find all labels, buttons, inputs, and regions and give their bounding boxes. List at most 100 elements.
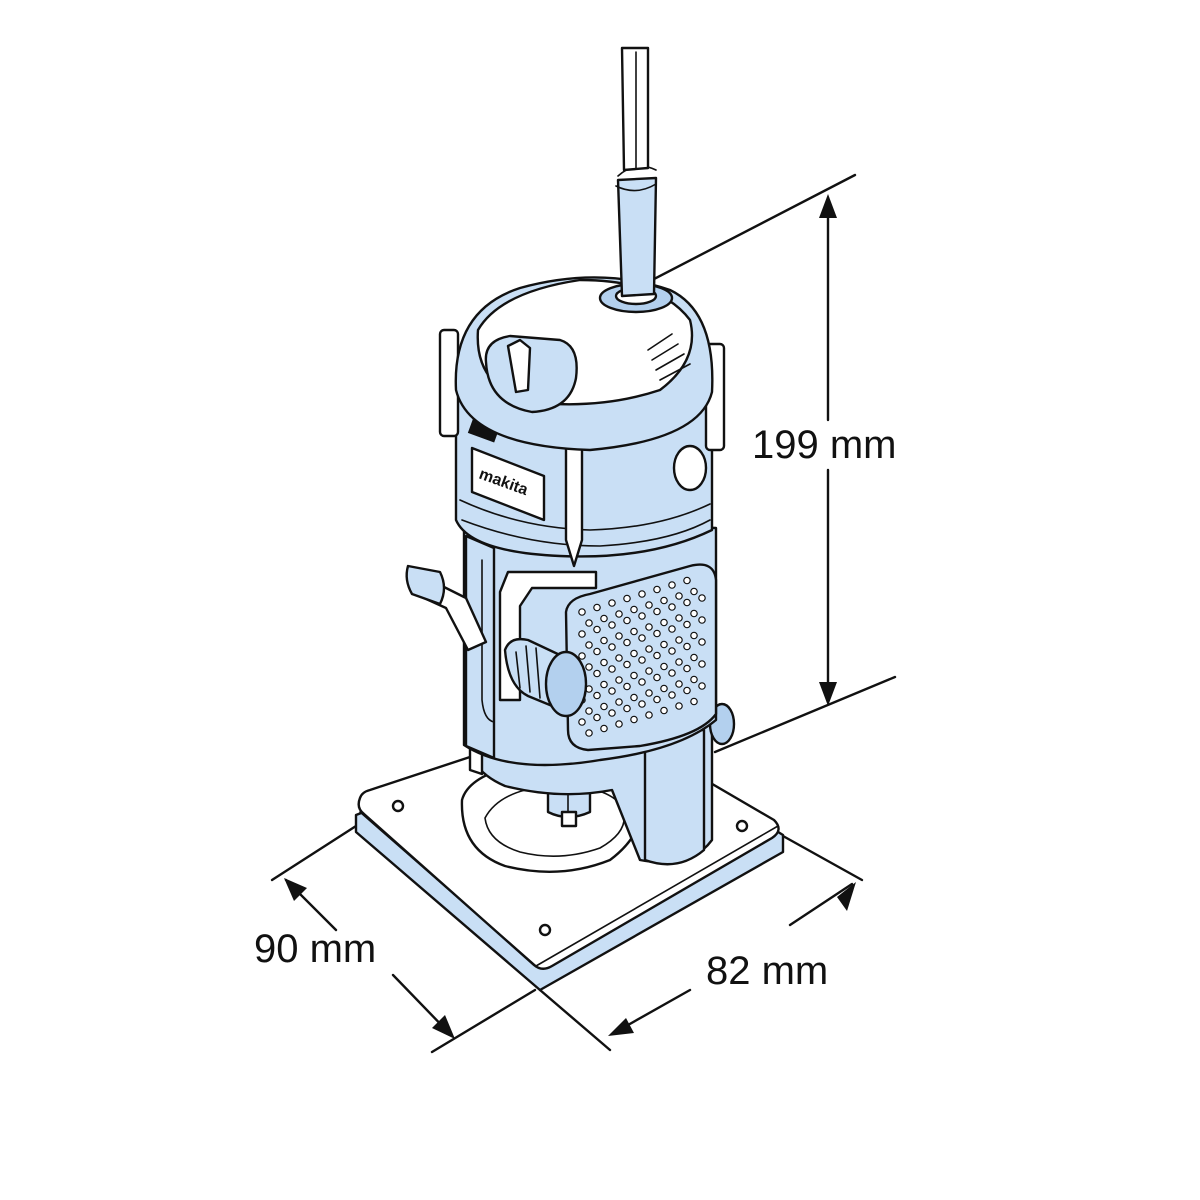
- grip-dot: [623, 682, 631, 691]
- grip-dot: [698, 594, 706, 602]
- grip-dot: [683, 620, 691, 629]
- grip-dot: [623, 616, 631, 625]
- grip-dot: [660, 618, 668, 627]
- left-slot: [481, 559, 495, 723]
- grip-dot: [630, 605, 638, 614]
- clamp-lever-knob: [405, 564, 446, 606]
- grip-dot: [645, 689, 653, 697]
- grip-dot: [608, 665, 616, 673]
- grip-dot: [593, 713, 601, 722]
- grip-dot: [698, 660, 706, 668]
- power-cord: [615, 46, 658, 298]
- grip-dot: [690, 697, 698, 706]
- grip-dot: [675, 636, 683, 644]
- grip-dot: [645, 645, 653, 653]
- grip-dot: [675, 702, 683, 710]
- grip-dot: [690, 609, 698, 618]
- grip-dot: [690, 631, 698, 640]
- grip-dot: [653, 673, 661, 682]
- grip-dot: [698, 616, 706, 624]
- height-arrow-bottom: [819, 682, 837, 706]
- grip-dot: [645, 711, 653, 719]
- grip-dot: [653, 585, 661, 594]
- depth-arrow-back: [284, 878, 307, 901]
- grip-dot: [638, 634, 646, 642]
- grip-dot: [668, 625, 676, 633]
- grip-dot: [668, 603, 676, 611]
- grip-dot: [675, 614, 683, 622]
- grip-dot: [585, 707, 593, 715]
- top-vents: [647, 333, 691, 381]
- grip-dot: [615, 676, 623, 684]
- grip-dot: [638, 656, 646, 664]
- grip-dot: [615, 632, 623, 640]
- grip-dot: [683, 642, 691, 651]
- width-arrow-left: [608, 1018, 634, 1036]
- cord-guard: [616, 176, 658, 298]
- grip-dot: [660, 662, 668, 671]
- grip-dot: [615, 698, 623, 706]
- grip-dot: [623, 704, 631, 713]
- cord: [620, 46, 650, 172]
- grip-dot: [653, 651, 661, 660]
- grip-dot: [593, 603, 601, 612]
- grip-dot: [630, 649, 638, 658]
- grip-dot: [608, 687, 616, 695]
- motor-band-line: [459, 499, 711, 531]
- grip-dot: [638, 678, 646, 686]
- grip-dot: [608, 643, 616, 651]
- grip-dot: [698, 682, 706, 690]
- grip-dot: [668, 647, 676, 655]
- width-left-extension-line: [538, 988, 612, 1052]
- height-dimension: 199 mm: [596, 173, 897, 754]
- depth-arrow-front: [432, 1015, 455, 1039]
- lock-knob-ribs: [515, 645, 541, 699]
- grip-dot: [593, 647, 601, 656]
- depth-back-extension-line: [270, 824, 358, 882]
- grip-dot: [623, 594, 631, 603]
- grip-dot: [638, 700, 646, 708]
- column-right-leg: [643, 728, 706, 866]
- grip-dot: [690, 587, 698, 596]
- grip-dot: [668, 669, 676, 677]
- top-cap: [454, 276, 714, 452]
- grip-dot: [630, 715, 638, 724]
- grip-dot: [653, 607, 661, 616]
- grip-dot: [668, 691, 676, 699]
- base-screw-front: [538, 923, 552, 937]
- base-plate-lower-rim: [359, 811, 779, 967]
- grip-dot: [608, 621, 616, 629]
- grip-dot: [615, 610, 623, 618]
- middle-housing: [405, 518, 718, 767]
- grip-dot: [683, 576, 691, 585]
- width-label: 82 mm: [706, 949, 828, 993]
- grip-dot: [660, 684, 668, 693]
- grip-dot: [660, 706, 668, 715]
- side-port: [672, 444, 708, 492]
- depth-front-extension-line: [430, 988, 537, 1054]
- guide-pin: [564, 429, 584, 568]
- grip-dot: [675, 658, 683, 666]
- logo-plate: [470, 446, 546, 522]
- grip-dot: [600, 680, 608, 689]
- base-screw-left: [391, 799, 405, 813]
- grip-dot: [608, 599, 616, 607]
- grip-dot: [683, 686, 691, 695]
- grip-dot: [660, 640, 668, 649]
- clamp-bracket: [498, 570, 598, 702]
- grip-dot: [675, 680, 683, 688]
- grip-dot: [585, 663, 593, 671]
- grip-dot: [623, 660, 631, 669]
- grip-dot: [690, 653, 698, 662]
- grip-dot: [668, 581, 676, 589]
- bit-shank: [560, 810, 578, 828]
- depth-label: 90 mm: [254, 927, 376, 971]
- width-dimension-line-right: [788, 882, 854, 927]
- grip-dot: [593, 625, 601, 634]
- grip-dot: [600, 636, 608, 645]
- grip-dot: [698, 638, 706, 646]
- height-bottom-extension-line: [713, 675, 897, 754]
- motor-band-line-2: [461, 519, 711, 547]
